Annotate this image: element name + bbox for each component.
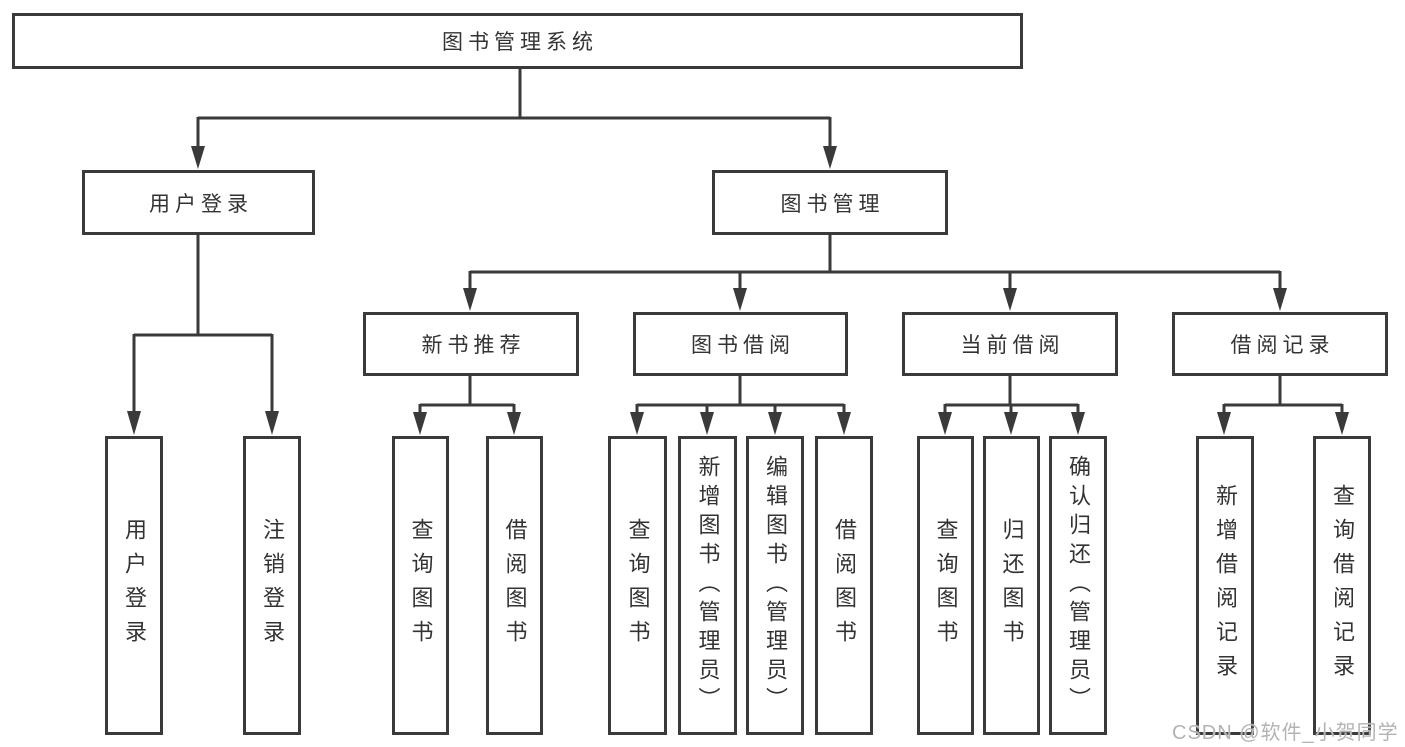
arrowhead [1335,412,1349,435]
node-label: 新增借阅记录 [1213,483,1238,688]
arrowhead [413,412,427,435]
node-label: 用户登录 [149,192,253,216]
arrowhead [507,412,521,435]
arrowhead [265,411,279,435]
node-label: 查询借阅记录 [1330,483,1355,688]
leaf-borrow-book: 借阅图书 [486,436,543,735]
leaf-query-book: 查询图书 [917,436,974,735]
leaf-query-book: 查询图书 [608,436,667,735]
arrowhead [1071,412,1085,435]
node-label: 图书管理系统 [442,31,598,54]
node-label: 查询图书 [625,517,651,654]
node-label: 当前借阅 [960,334,1065,357]
arrowhead [700,412,714,435]
leaf-logout: 注销登录 [243,436,301,735]
arrowhead [837,412,851,435]
node-user-login: 用户登录 [82,170,315,235]
node-label: 编辑图书（管理员） [763,455,788,716]
node-label: 注销登录 [260,517,285,654]
leaf-borrow-book: 借阅图书 [815,436,873,735]
node-label: 用户登录 [122,517,147,654]
connector-root-children [196,69,832,148]
node-label: 借阅图书 [502,517,528,654]
connector-user-login-children [132,235,274,413]
node-borrow-record: 借阅记录 [1172,312,1388,376]
leaf-return-book: 归还图书 [983,436,1040,735]
csdn-watermark: CSDN @软件_小贺同学 [1172,722,1399,744]
connector-book-borrow-children [635,376,846,414]
connector-current-borrow-children [943,376,1080,414]
node-label: 确认归还（管理员） [1066,455,1091,716]
node-label: 查询图书 [408,517,434,654]
arrowhead [768,412,782,435]
leaf-confirm-return-admin: 确认归还（管理员） [1049,436,1107,735]
node-book-management: 图书管理 [712,170,948,235]
arrowhead [938,412,952,435]
arrowhead [1273,288,1287,311]
leaf-user-login: 用户登录 [105,436,163,735]
node-current-borrow: 当前借阅 [902,312,1118,376]
node-label: 借阅记录 [1230,334,1335,357]
arrowhead [127,411,141,435]
connector-new-book-children [418,376,516,414]
leaf-edit-book-admin: 编辑图书（管理员） [746,436,804,735]
arrowhead [823,146,837,169]
node-label: 图书借阅 [691,334,795,357]
node-label: 借阅图书 [832,517,857,654]
arrowhead [1217,412,1231,435]
leaf-add-borrow-record: 新增借阅记录 [1196,436,1254,735]
connector-borrow-record-children [1222,376,1344,414]
node-new-book-recommend: 新书推荐 [363,312,579,376]
leaf-add-book-admin: 新增图书（管理员） [678,436,737,735]
arrowhead [463,288,477,311]
node-book-borrow: 图书借阅 [633,312,848,376]
node-label: 新书推荐 [421,334,526,357]
arrowhead [191,146,205,169]
node-label: 新增图书（管理员） [695,455,721,716]
node-label: 查询图书 [933,517,959,654]
arrowhead [1003,288,1017,311]
leaf-query-book: 查询图书 [392,436,449,735]
leaf-query-borrow-record: 查询借阅记录 [1313,436,1371,735]
node-label: 归还图书 [999,517,1025,654]
connector-book-mgmt-children [468,235,1282,290]
arrowhead [630,412,644,435]
arrowhead [1004,412,1018,435]
arrowheads [127,146,1349,435]
arrowhead [733,288,747,311]
node-label: 图书管理 [780,192,885,216]
node-library-management-system: 图书管理系统 [12,13,1023,69]
